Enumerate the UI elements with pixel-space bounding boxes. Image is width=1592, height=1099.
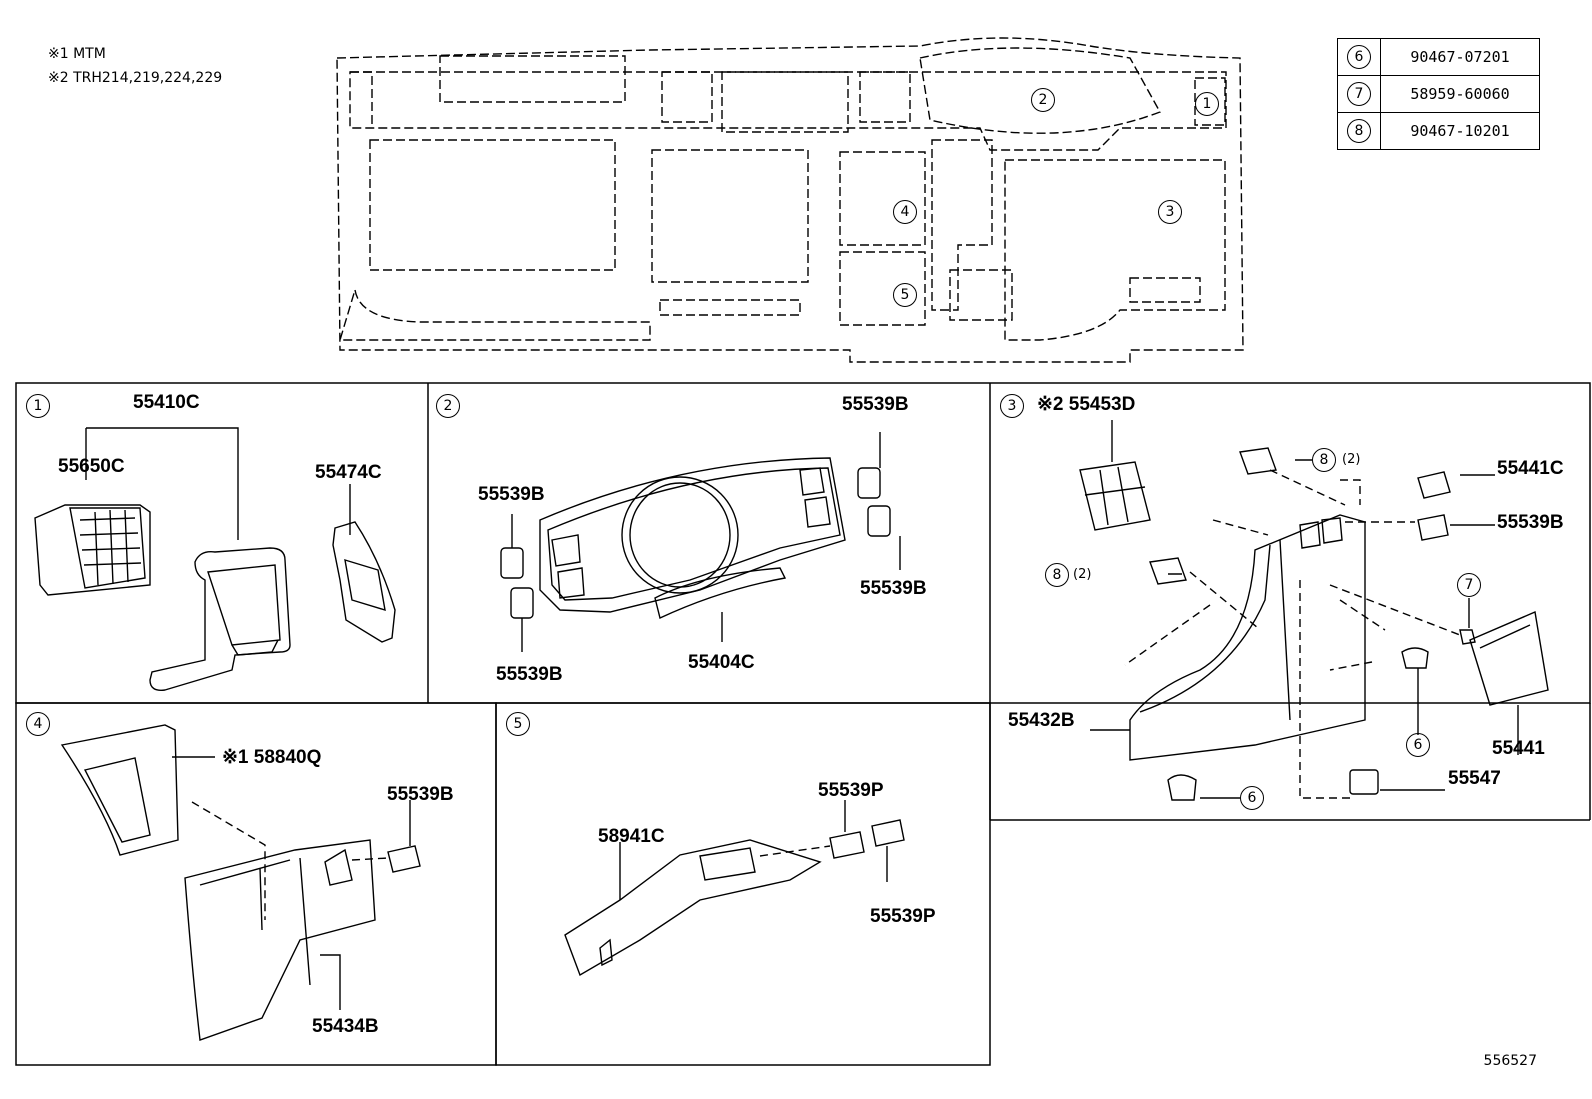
clip-55539P bbox=[871, 819, 905, 847]
note-2-mark: ※2 bbox=[48, 70, 69, 86]
overview-marker-5[interactable]: 5 bbox=[893, 283, 917, 307]
panel-3-parts bbox=[1079, 420, 1549, 801]
overview-marker-2[interactable]: 2 bbox=[1031, 88, 1055, 112]
bezel-part bbox=[149, 547, 291, 691]
screw-6 bbox=[1167, 774, 1197, 801]
note-1: ※1 MTM bbox=[48, 46, 106, 62]
part-label[interactable]: ※1 58840Q bbox=[222, 747, 322, 768]
lower-panel-55434B bbox=[184, 839, 376, 1041]
panel-2-parts bbox=[500, 432, 901, 652]
clip-55441C bbox=[1417, 471, 1451, 499]
reference-code: 556527 bbox=[1483, 1053, 1537, 1069]
boot-58840Q bbox=[60, 724, 179, 856]
part-label[interactable]: 55441C bbox=[1497, 458, 1564, 479]
part-label[interactable]: 55434B bbox=[312, 1016, 379, 1037]
screw-6 bbox=[1401, 647, 1429, 669]
part-label[interactable]: 55650C bbox=[58, 456, 125, 477]
panel-frames bbox=[15, 382, 1591, 1066]
clip-55539B bbox=[387, 845, 421, 873]
part-label[interactable]: 55539B bbox=[387, 784, 454, 805]
table-part-number[interactable]: 90467-10201 bbox=[1380, 112, 1540, 150]
table-index: 8 bbox=[1347, 119, 1371, 143]
clip-part bbox=[857, 467, 881, 499]
module-55453D bbox=[1079, 461, 1151, 531]
panel-3-index: 3 bbox=[1000, 394, 1024, 418]
garnish-part bbox=[332, 521, 396, 643]
clip-8 bbox=[1239, 447, 1277, 475]
note-2-text: TRH214,219,224,229 bbox=[73, 70, 223, 86]
part-label[interactable]: 58941C bbox=[598, 826, 665, 847]
part-label[interactable]: 55547 bbox=[1448, 768, 1501, 789]
clip-part bbox=[510, 587, 534, 619]
note-1-mark: ※1 bbox=[48, 46, 69, 62]
panel-2-index: 2 bbox=[436, 394, 460, 418]
dashboard-overview bbox=[336, 37, 1244, 363]
bracket-58941C bbox=[564, 839, 822, 977]
panel-5-parts bbox=[564, 800, 905, 977]
panel-1-parts bbox=[34, 427, 396, 691]
part-label[interactable]: 55539B bbox=[860, 578, 927, 599]
part-label[interactable]: 55539B bbox=[842, 394, 909, 415]
table-row: 7 58959-60060 bbox=[1337, 75, 1540, 113]
callout-qty: (2) bbox=[1073, 567, 1092, 582]
callout-8[interactable]: 8 bbox=[1312, 448, 1336, 472]
clip-part bbox=[867, 505, 891, 537]
part-label[interactable]: 55539B bbox=[1497, 512, 1564, 533]
fastener-table: 6 90467-07201 7 58959-60060 8 90467-1020… bbox=[1337, 38, 1540, 150]
part-label[interactable]: 55410C bbox=[133, 392, 200, 413]
callout-qty: (2) bbox=[1342, 452, 1361, 467]
overview-marker-4[interactable]: 4 bbox=[893, 200, 917, 224]
table-row: 8 90467-10201 bbox=[1337, 112, 1540, 150]
table-part-number[interactable]: 58959-60060 bbox=[1380, 75, 1540, 113]
lower-panel-55432B bbox=[1129, 514, 1366, 761]
clip-55547 bbox=[1349, 769, 1379, 795]
callout-6[interactable]: 6 bbox=[1406, 733, 1430, 757]
part-label[interactable]: 55539P bbox=[818, 780, 884, 801]
clip-55539B bbox=[1417, 514, 1449, 541]
clip-part bbox=[500, 547, 524, 579]
air-vent-part bbox=[34, 504, 151, 596]
table-index: 7 bbox=[1347, 82, 1371, 106]
panel-5-index: 5 bbox=[506, 712, 530, 736]
part-label[interactable]: 55404C bbox=[688, 652, 755, 673]
part-label[interactable]: 55474C bbox=[315, 462, 382, 483]
callout-8[interactable]: 8 bbox=[1045, 563, 1069, 587]
note-1-text: MTM bbox=[73, 46, 106, 62]
clip-55539P bbox=[829, 831, 865, 859]
clip-7 bbox=[1459, 629, 1476, 645]
clip-8 bbox=[1149, 557, 1187, 585]
table-index: 6 bbox=[1347, 45, 1371, 69]
callout-7[interactable]: 7 bbox=[1457, 573, 1481, 597]
part-label[interactable]: 55539P bbox=[870, 906, 936, 927]
panel-1-index: 1 bbox=[26, 394, 50, 418]
part-label[interactable]: 55539B bbox=[478, 484, 545, 505]
panel-4-parts bbox=[60, 724, 421, 1041]
leader-55410C bbox=[85, 427, 239, 540]
note-2: ※2 TRH214,219,224,229 bbox=[48, 70, 222, 86]
panel-4-index: 4 bbox=[26, 712, 50, 736]
cover-55441 bbox=[1469, 611, 1549, 706]
part-label[interactable]: 55432B bbox=[1008, 710, 1075, 731]
part-label[interactable]: 55539B bbox=[496, 664, 563, 685]
callout-6[interactable]: 6 bbox=[1240, 786, 1264, 810]
part-label[interactable]: 55441 bbox=[1492, 738, 1545, 759]
overview-marker-3[interactable]: 3 bbox=[1158, 200, 1182, 224]
part-label[interactable]: ※2 55453D bbox=[1037, 394, 1136, 415]
overview-marker-1[interactable]: 1 bbox=[1195, 92, 1219, 116]
